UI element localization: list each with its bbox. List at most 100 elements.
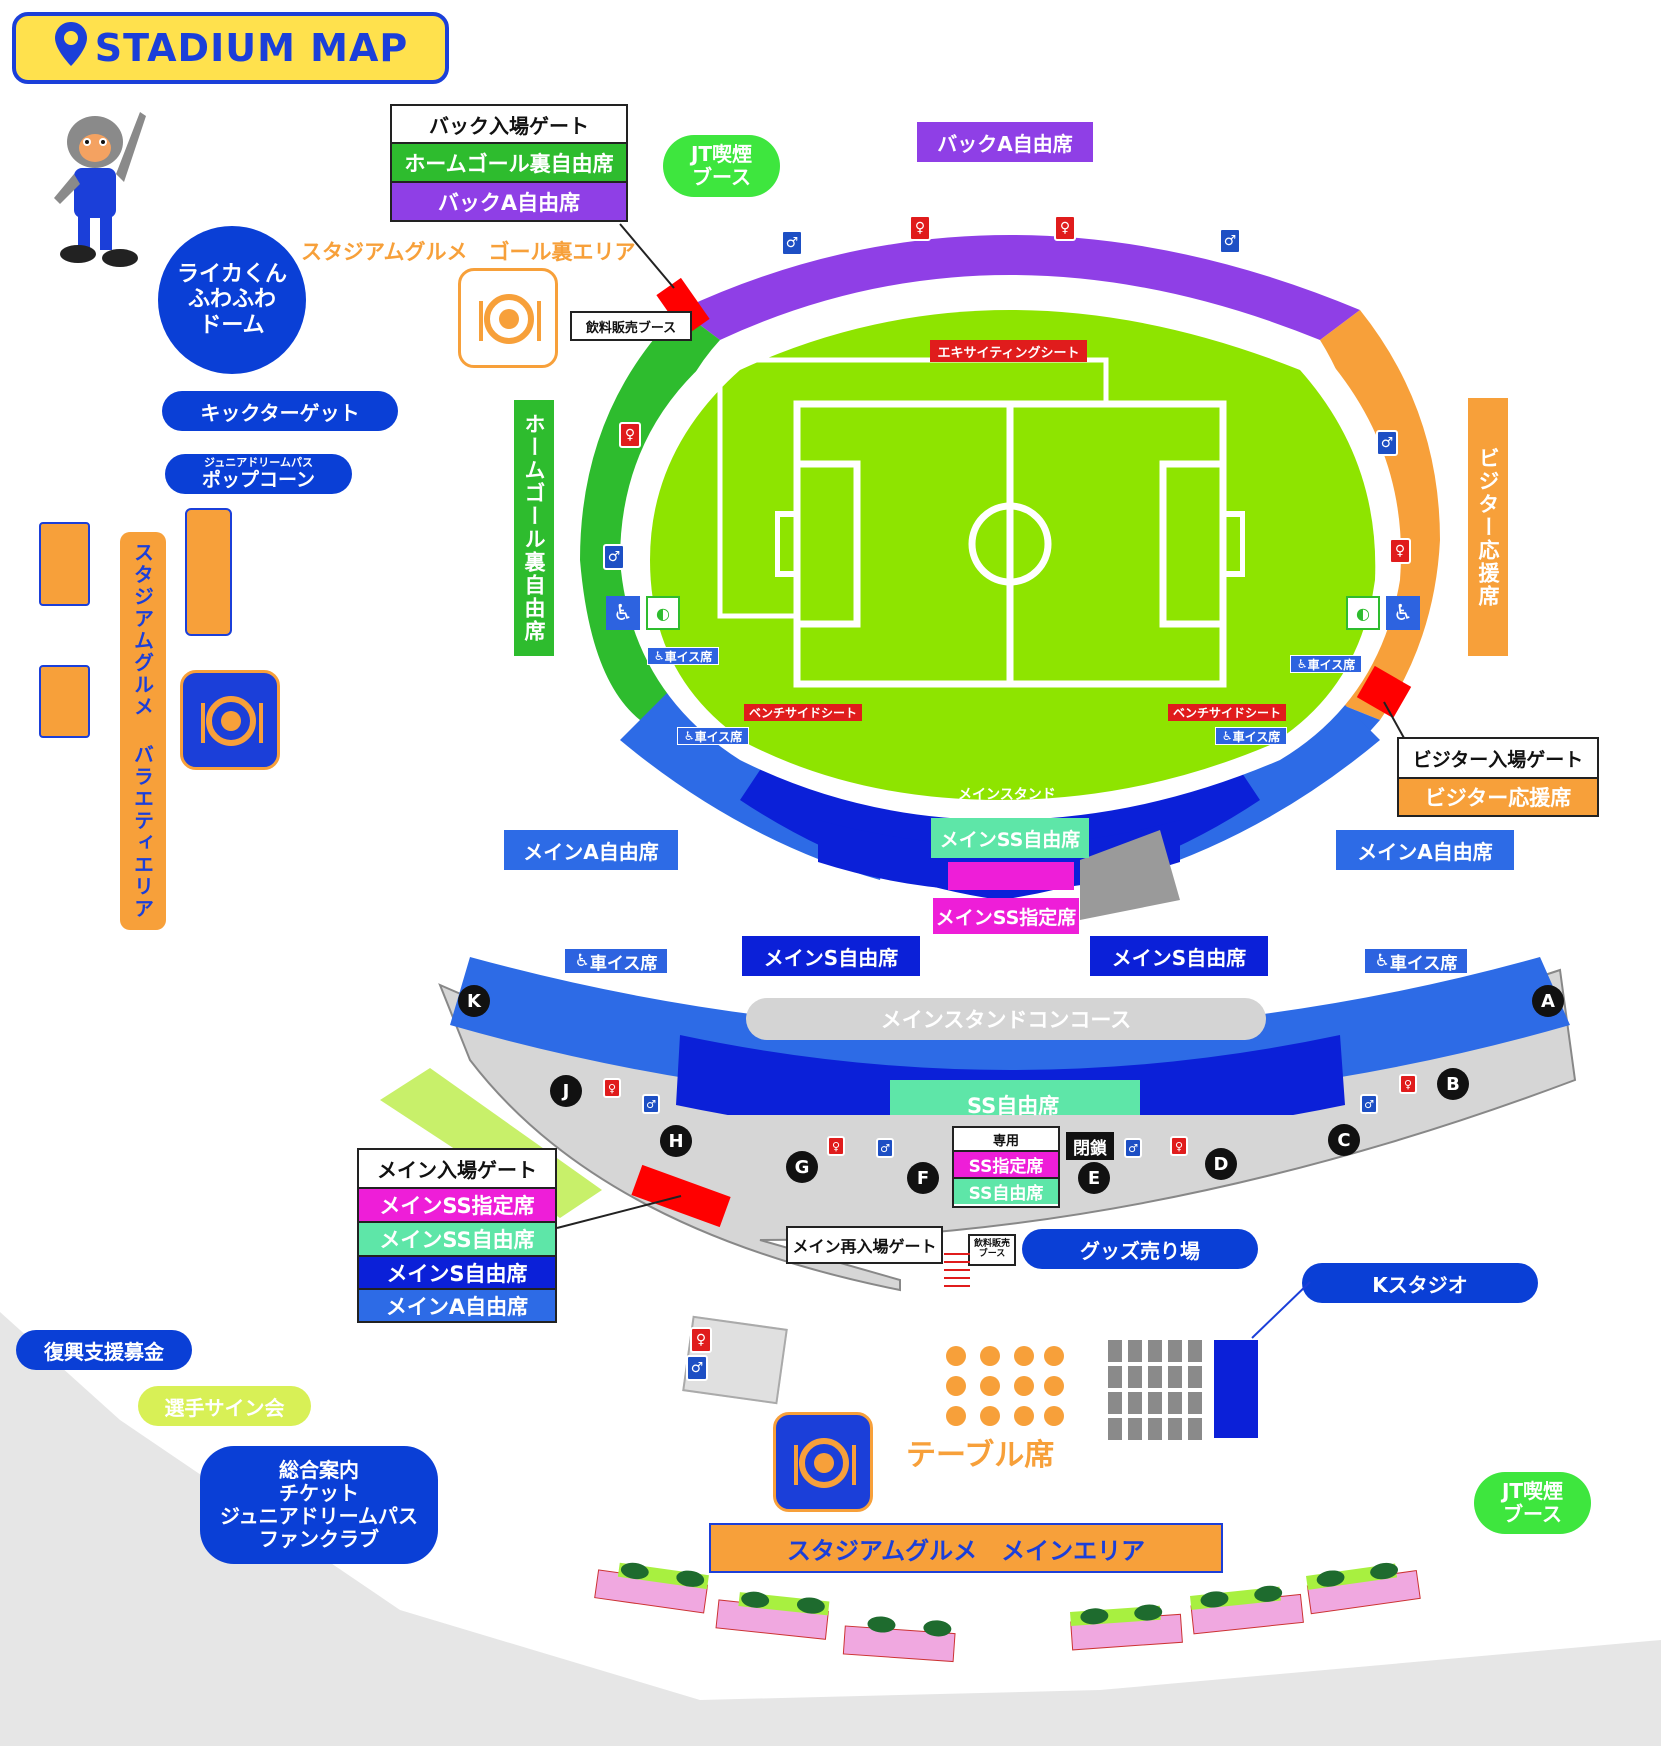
- wheelchair-seat-label: 車イス席: [1307, 657, 1356, 672]
- restroom-female-icon: ♀: [603, 1078, 621, 1098]
- reconstruction-fund[interactable]: 復興支援募金: [16, 1330, 192, 1370]
- back-gate-title: バック入場ゲート: [392, 106, 626, 142]
- popcorn-label: ポップコーン: [201, 469, 316, 491]
- restroom-male-icon: ♂: [686, 1355, 708, 1381]
- wheelchair-seat-badge: ♿車イス席: [647, 647, 719, 665]
- restroom-female-icon: ♀: [909, 215, 931, 241]
- food-stall: [39, 665, 90, 738]
- main-ss-reserved-seat: メインSS指定席: [933, 898, 1079, 934]
- gate-letter-d[interactable]: D: [1205, 1148, 1237, 1180]
- main-gate-row: メインA自由席: [359, 1288, 555, 1321]
- bench-side-seat-label: ベンチサイドシート: [744, 704, 862, 721]
- restroom-female-icon: ♀: [827, 1136, 845, 1156]
- gate-letter-c[interactable]: C: [1328, 1124, 1360, 1156]
- restroom-female-icon: ♀: [1389, 538, 1411, 564]
- wheelchair-seat-badge: ♿車イス席: [564, 948, 668, 974]
- main-gate-row: メインS自由席: [359, 1255, 555, 1288]
- gate-letter-h[interactable]: H: [660, 1125, 692, 1157]
- stadium-gourmet-logo: [458, 268, 558, 368]
- gate-letter-f[interactable]: F: [907, 1162, 939, 1194]
- gourmet-main-area: スタジアムグルメ メインエリア: [709, 1523, 1223, 1573]
- restroom-female-icon: ♀: [1170, 1136, 1188, 1156]
- raika-dome[interactable]: ライカくん ふわふわ ドーム: [158, 226, 306, 374]
- restroom-female-icon: ♀: [1054, 215, 1076, 241]
- gate-letter-k[interactable]: K: [458, 985, 490, 1017]
- exclusive-row: SS指定席: [954, 1150, 1058, 1177]
- wheelchair-seat-badge: ♿車イス席: [1290, 655, 1362, 673]
- restroom-male-icon: ♂: [1376, 430, 1398, 456]
- restroom-male-icon: ♂: [1124, 1138, 1142, 1158]
- main-a-free-seat-label: メインA自由席: [1336, 830, 1514, 870]
- drink-booth-small: 飲料販売 ブース: [968, 1234, 1016, 1266]
- food-stall: [39, 522, 90, 606]
- pitch-markings: [775, 400, 1245, 688]
- visitor-gate-row: ビジター応援席: [1399, 777, 1597, 815]
- restroom-male-icon: ♂: [603, 544, 625, 570]
- restroom-male-icon: ♂: [876, 1138, 894, 1158]
- back-gate-row: バックA自由席: [392, 181, 626, 220]
- table-seat-dots: [946, 1346, 1064, 1426]
- back-gate-legend: バック入場ゲート ホームゴール裏自由席 バックA自由席: [390, 104, 628, 222]
- wheelchair-icon: ♿: [606, 596, 640, 630]
- main-reentry-gate[interactable]: メイン再入場ゲート: [786, 1226, 943, 1264]
- wheelchair-seat-badge: ♿車イス席: [1215, 727, 1287, 745]
- wheelchair-seat-label: 車イス席: [1389, 953, 1458, 974]
- main-stand-label: メインスタンド: [958, 787, 1056, 803]
- visitor-gate-title: ビジター入場ゲート: [1399, 739, 1597, 777]
- jt-smoking-booth[interactable]: JT喫煙 ブース: [1474, 1472, 1591, 1534]
- map-pin-icon: [53, 20, 89, 77]
- wheelchair-seat-label: 車イス席: [589, 953, 658, 974]
- goods-shop[interactable]: グッズ売り場: [1022, 1229, 1258, 1269]
- page-title-banner: STADIUM MAP: [12, 12, 449, 84]
- main-stand-concourse-label: メインスタンドコンコース: [746, 998, 1266, 1040]
- restroom-male-icon: ♂: [781, 230, 803, 256]
- gate-letter-e[interactable]: E: [1078, 1162, 1110, 1194]
- exclusive-title: 専用: [954, 1128, 1058, 1150]
- table-seat-label: テーブル席: [906, 1438, 1055, 1473]
- baby-care-icon: ◐: [1346, 596, 1380, 630]
- wheelchair-seat-label: 車イス席: [694, 729, 743, 744]
- gate-letter-g[interactable]: G: [786, 1151, 818, 1183]
- seat-grid: [1108, 1340, 1202, 1440]
- ss-free-seat-label: SS自由席: [967, 1094, 1060, 1118]
- restroom-male-icon: ♂: [1219, 228, 1241, 254]
- popcorn[interactable]: ジュニアドリームパス ポップコーン: [165, 454, 352, 494]
- back-gate-row: ホームゴール裏自由席: [392, 142, 626, 181]
- main-s-free-seat-label: メインS自由席: [742, 936, 920, 976]
- connector-line: [619, 223, 675, 289]
- main-gate-title: メイン入場ゲート: [359, 1150, 555, 1187]
- restroom-male-icon: ♂: [642, 1094, 660, 1114]
- main-ss-reserved-block: [948, 862, 1074, 890]
- gourmet-goal-area-label: スタジアムグルメ ゴール裏エリア: [301, 240, 636, 264]
- stadium-gourmet-logo: [773, 1412, 873, 1512]
- wheelchair-seat-label: 車イス席: [1232, 729, 1281, 744]
- page-title: STADIUM MAP: [94, 26, 409, 70]
- information-desk[interactable]: 総合案内 チケット ジュニアドリームパス ファンクラブ: [200, 1446, 438, 1564]
- wheelchair-seat-label: 車イス席: [664, 649, 713, 664]
- exclusive-gate-legend: 専用 SS指定席 SS自由席: [952, 1126, 1060, 1208]
- main-gate-row: メインSS指定席: [359, 1187, 555, 1221]
- k-studio[interactable]: Kスタジオ: [1302, 1263, 1538, 1303]
- back-stand-label: バックスタンド: [958, 297, 1056, 313]
- kick-target[interactable]: キックターゲット: [162, 391, 398, 431]
- jt-smoking-booth[interactable]: JT喫煙 ブース: [663, 135, 780, 197]
- wheelchair-icon: ♿: [1386, 596, 1420, 630]
- gate-letter-j[interactable]: J: [550, 1075, 582, 1107]
- back-a-free-seat-label: バックA自由席: [917, 122, 1093, 162]
- main-s-free-seat-label: メインS自由席: [1090, 936, 1268, 976]
- k-studio-booth: [1214, 1340, 1258, 1438]
- bench-side-seat-label: ベンチサイドシート: [1168, 704, 1286, 721]
- gate-letter-a[interactable]: A: [1532, 985, 1564, 1017]
- stadium-gourmet-logo: [180, 670, 280, 770]
- variety-area-label: スタジアムグルメ バラエティエリア: [120, 532, 166, 930]
- food-stall: [185, 508, 232, 636]
- main-a-free-seat-label: メインA自由席: [504, 830, 678, 870]
- gate-letter-b[interactable]: B: [1437, 1068, 1469, 1100]
- exciting-seat-label: エキサイティングシート: [930, 340, 1087, 362]
- closed-label: 閉鎖: [1066, 1132, 1114, 1160]
- baby-care-icon: ◐: [646, 596, 680, 630]
- player-autograph[interactable]: 選手サイン会: [138, 1386, 311, 1426]
- wheelchair-seat-badge: ♿車イス席: [677, 727, 749, 745]
- drink-booth-label: 飲料販売ブース: [570, 311, 692, 341]
- restroom-female-icon: ♀: [1399, 1074, 1417, 1094]
